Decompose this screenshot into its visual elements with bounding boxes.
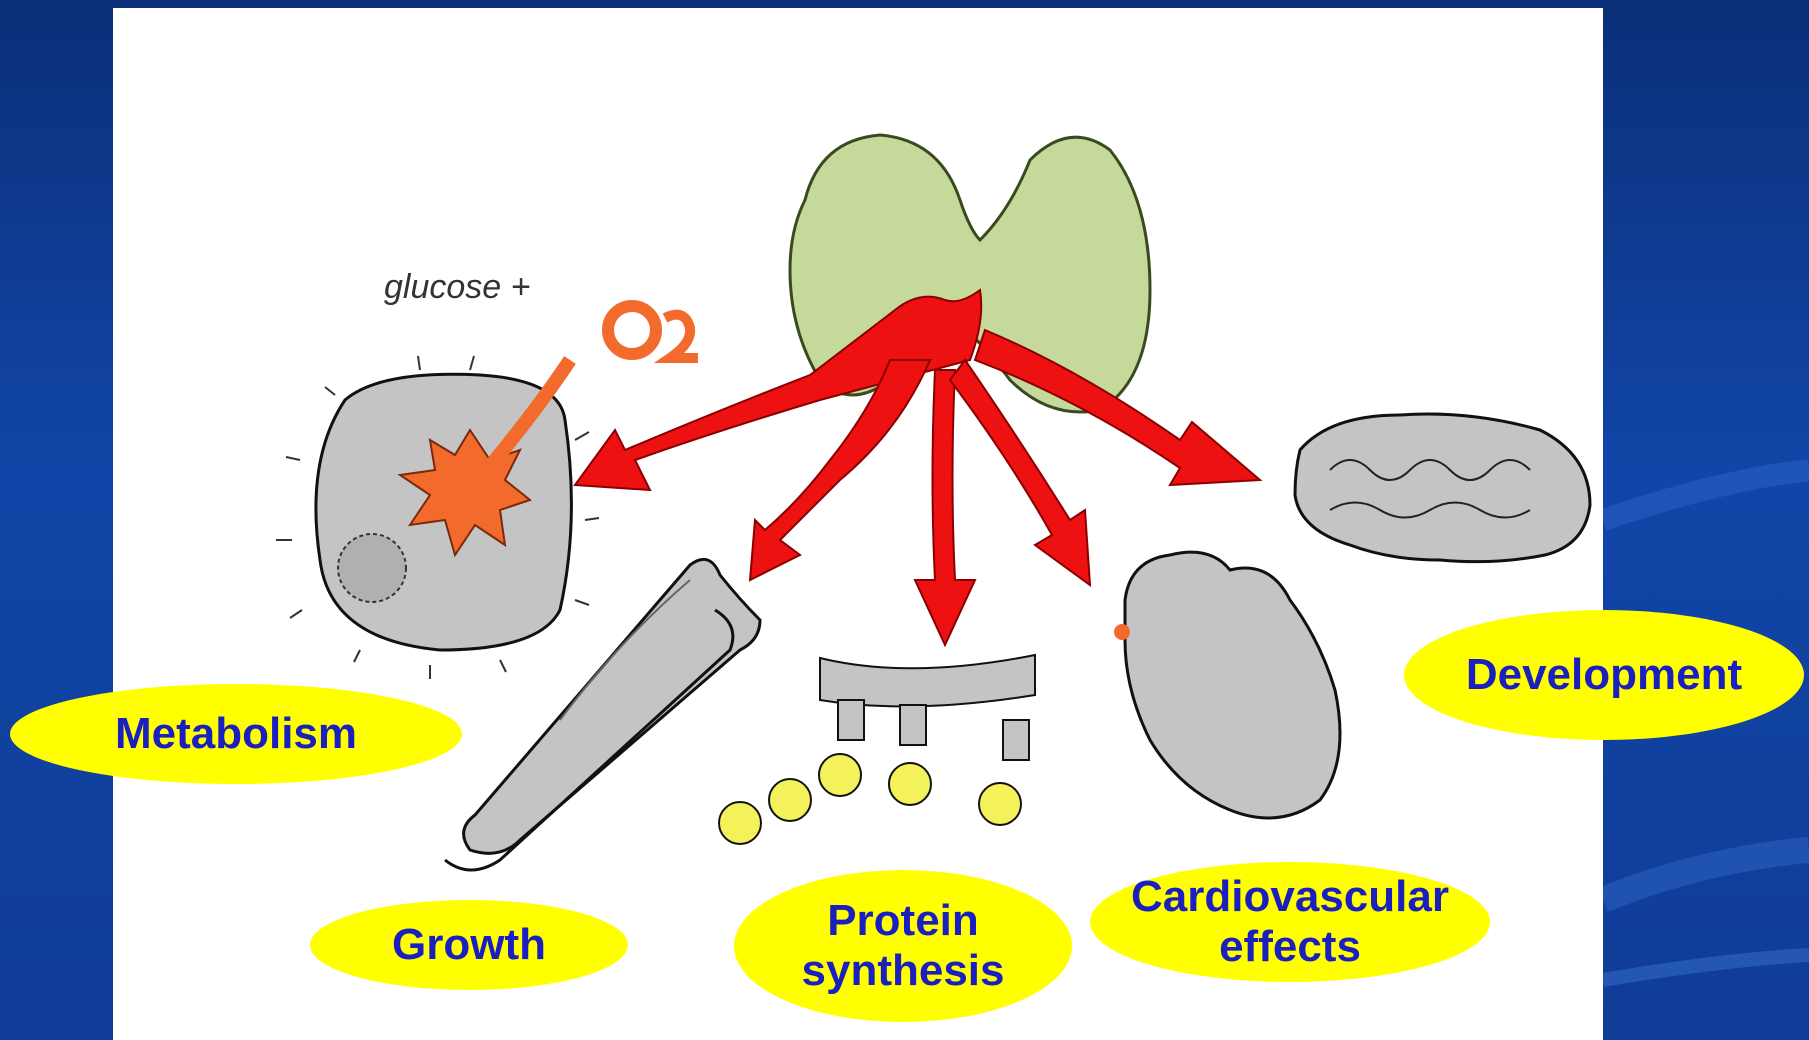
- glucose-label: glucose +: [384, 268, 531, 307]
- label-protein-synthesis: Protein synthesis: [734, 870, 1072, 1022]
- brain-icon: [1295, 414, 1590, 562]
- label-metabolism-text: Metabolism: [115, 709, 357, 759]
- heart-icon: [1114, 552, 1340, 818]
- label-protein-synthesis-text: Protein synthesis: [802, 896, 1005, 996]
- ribosome-icon: [820, 655, 1035, 760]
- cell-icon: [276, 356, 599, 679]
- label-growth: Growth: [310, 900, 628, 990]
- label-cardiovascular-text: Cardiovascular effects: [1131, 872, 1449, 972]
- label-development-text: Development: [1466, 650, 1742, 700]
- label-metabolism: Metabolism: [10, 684, 462, 784]
- label-development: Development: [1404, 610, 1804, 740]
- label-cardiovascular: Cardiovascular effects: [1090, 862, 1490, 982]
- label-growth-text: Growth: [392, 920, 546, 970]
- amino-acid-chain-icon: [719, 754, 1021, 844]
